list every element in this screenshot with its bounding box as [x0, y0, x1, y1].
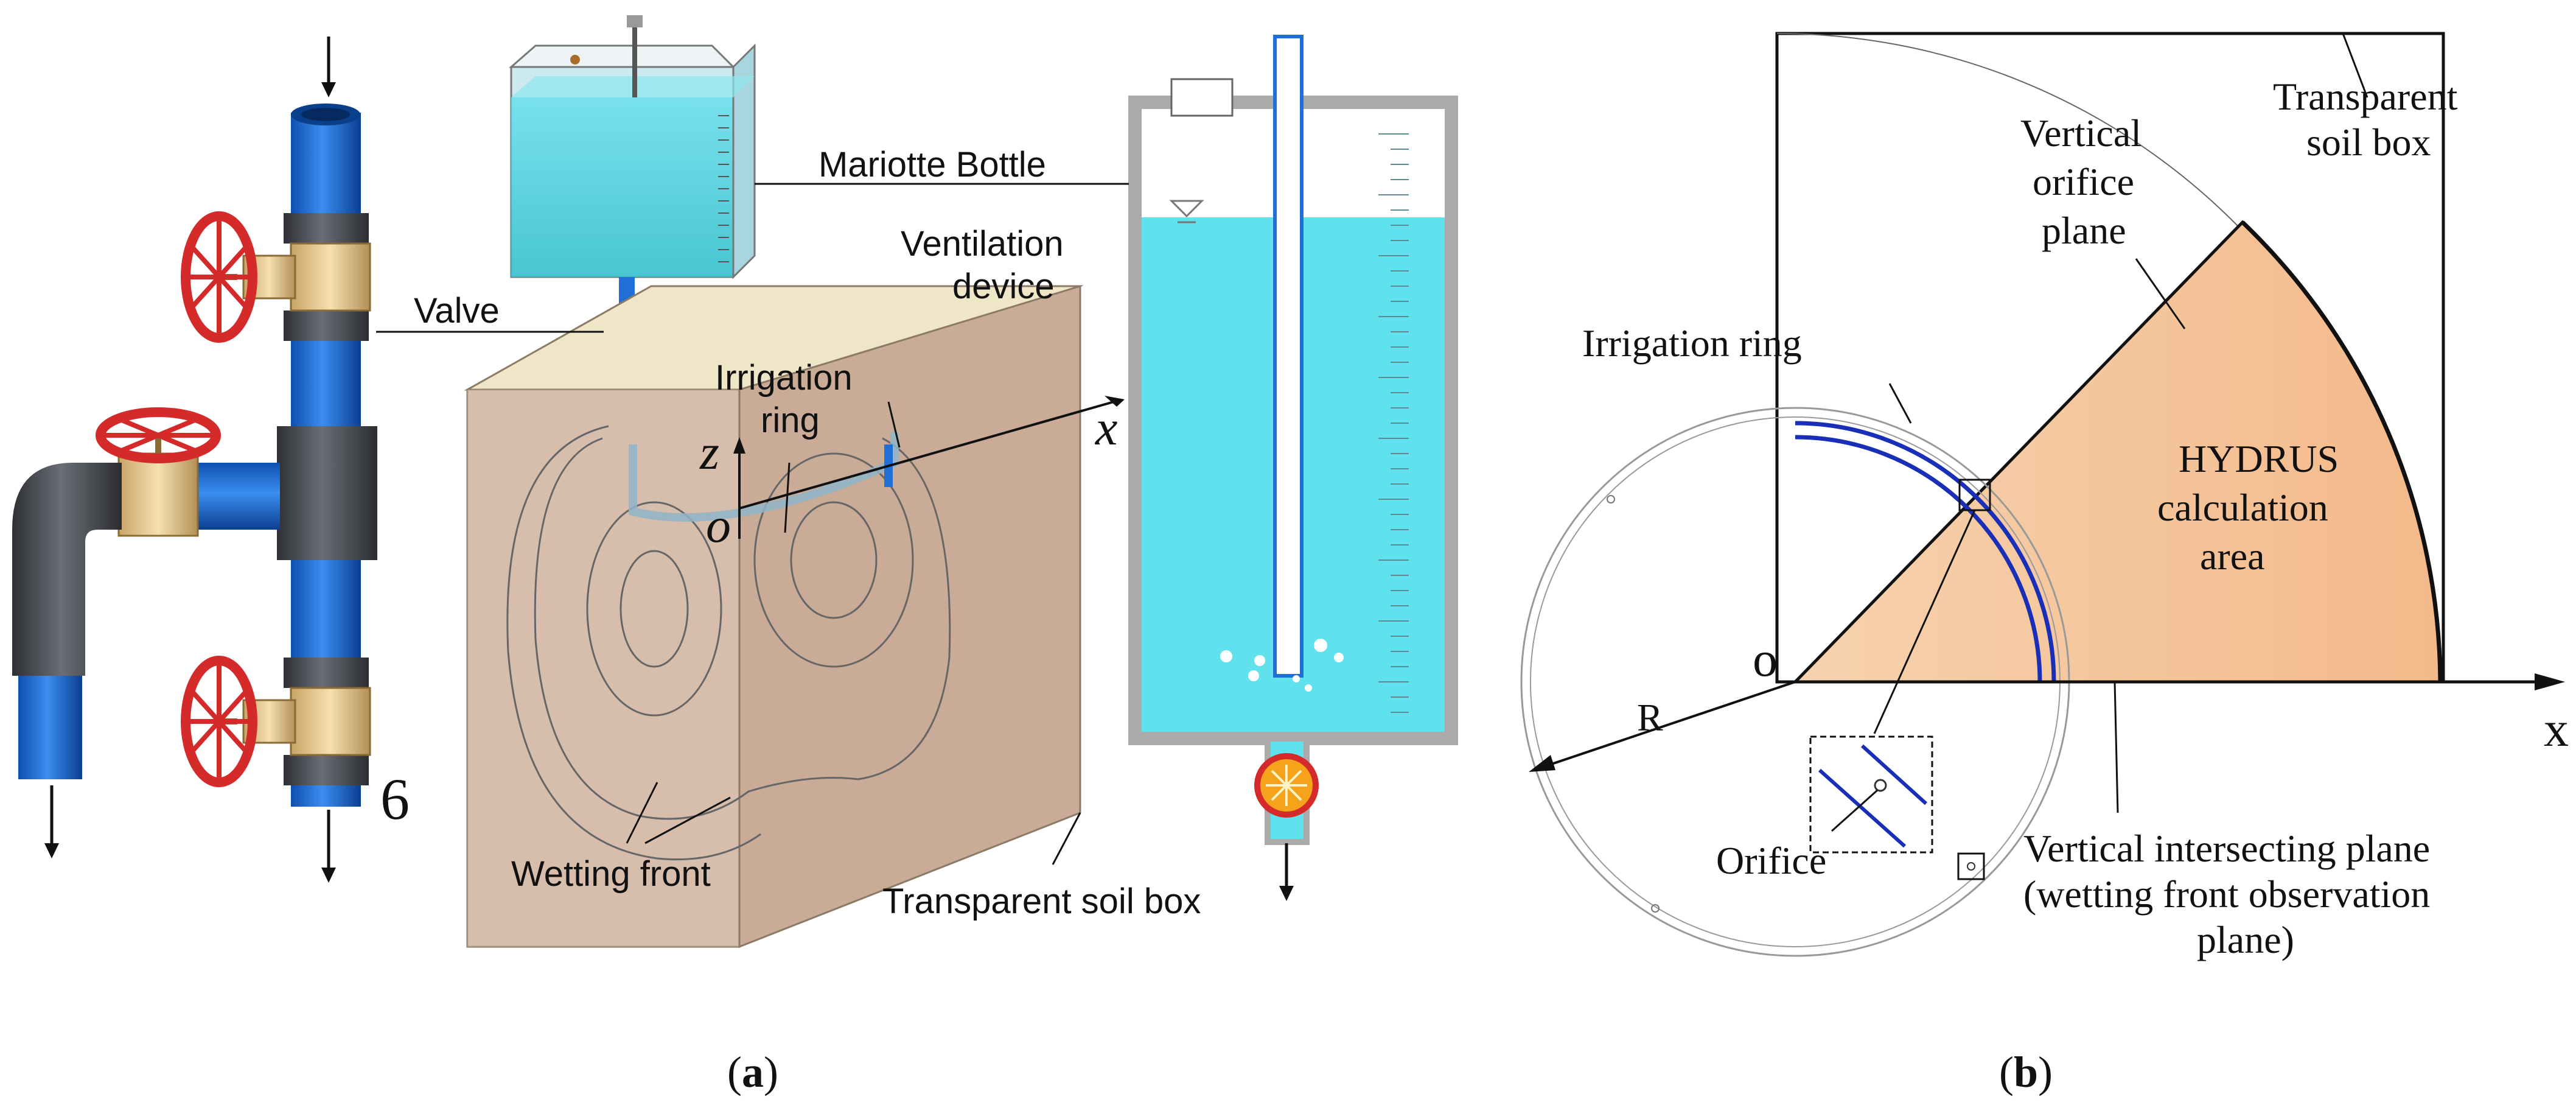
label-irrigation-1: Irrigation — [715, 358, 853, 398]
label-intersect-2: (wetting front observation — [2023, 872, 2430, 916]
mariotte-bottle-3d — [509, 15, 756, 682]
caption-b: (b) — [1999, 1048, 2053, 1096]
axis-o-label: o — [706, 497, 731, 553]
label-hydrus-1: HYDRUS — [2179, 437, 2339, 480]
label-orifice-plane-2: orifice — [2033, 160, 2134, 203]
valve-top-icon — [181, 211, 371, 343]
label-mariotte-bottle: Mariotte Bottle — [819, 145, 1046, 184]
label-hydrus-3: area — [2200, 535, 2265, 578]
label-irrigation-2: ring — [761, 401, 820, 440]
label-intersect-3: plane) — [2197, 918, 2294, 961]
label-ventilation-1: Ventilation — [901, 224, 1064, 264]
panel-b: Transparent soil box Vertical orifice pl… — [1520, 32, 2569, 1096]
label-irrigation-ring: Irrigation ring — [1582, 321, 1802, 365]
label-transparent-1: Transparent — [2273, 75, 2458, 118]
axis-z-label: z — [699, 424, 719, 480]
axis-x-label: x — [1095, 400, 1117, 455]
label-transparent-2: soil box — [2306, 121, 2431, 164]
soil-box: z x o — [464, 284, 1125, 949]
label-orifice: Orifice — [1716, 839, 1826, 882]
label-valve: Valve — [414, 291, 500, 331]
label-wetting-front: Wetting front — [511, 854, 711, 894]
valve-bottom-icon — [181, 656, 371, 787]
label-intersect-1: Vertical intersecting plane — [2023, 827, 2430, 870]
caption-a: (a) — [727, 1048, 778, 1096]
mariotte-section — [1128, 35, 1458, 901]
panel-a: 6 — [12, 15, 1458, 1096]
label-six: 6 — [380, 766, 410, 832]
label-orifice-plane-3: plane — [2042, 209, 2126, 252]
label-origin-o: o — [1753, 631, 1778, 687]
label-axis-x: x — [2544, 701, 2569, 757]
label-hydrus-2: calculation — [2157, 486, 2328, 529]
label-ventilation-2: device — [952, 267, 1055, 306]
valve-assembly: 6 — [12, 37, 410, 883]
label-orifice-plane-1: Vertical — [2020, 111, 2141, 155]
hydrus-area — [1792, 220, 2442, 684]
label-R: R — [1637, 696, 1663, 739]
label-transparent-soil-box-a: Transparent soil box — [882, 882, 1201, 921]
